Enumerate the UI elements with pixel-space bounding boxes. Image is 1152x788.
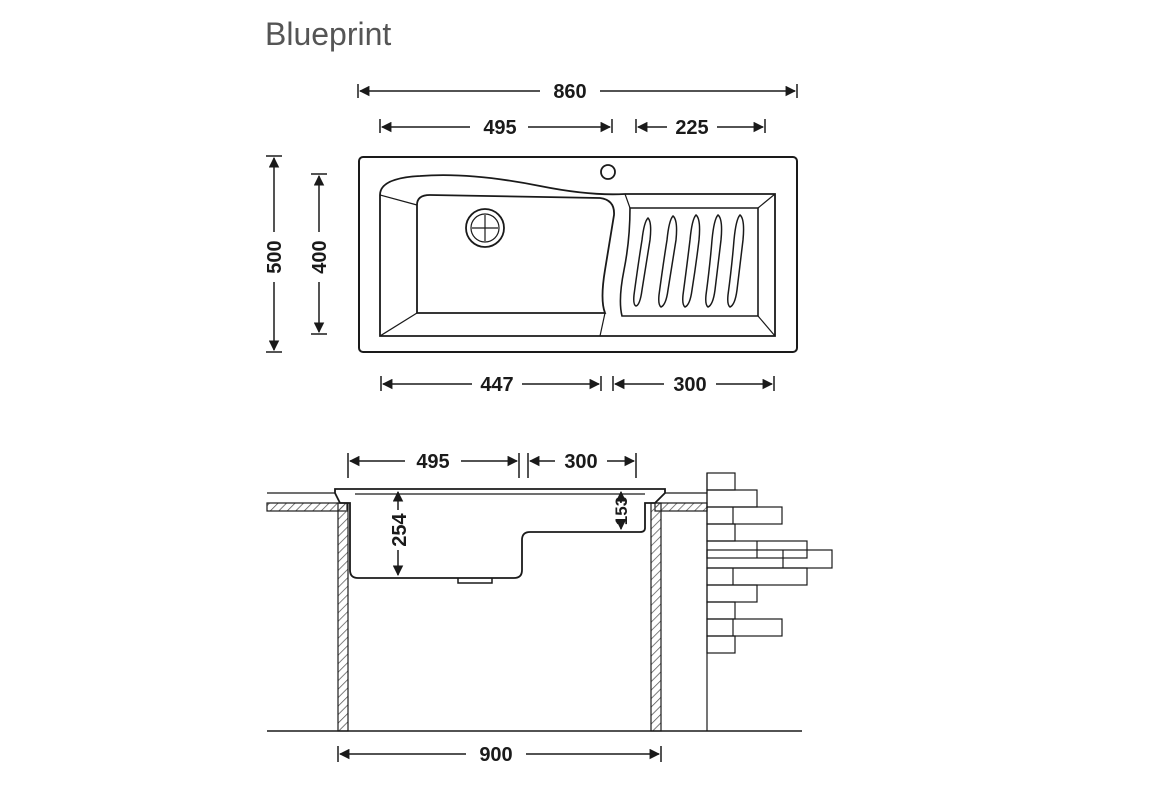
dim-drainer-width-top: 225 — [635, 117, 766, 139]
label-225: 225 — [675, 117, 708, 139]
label-500: 500 — [264, 240, 286, 273]
label-900: 900 — [479, 744, 512, 766]
label-400: 400 — [309, 240, 331, 273]
side-view: 495 300 — [266, 451, 833, 766]
dim-bowl-width-top: 495 — [379, 117, 613, 139]
label-153: 153 — [612, 497, 631, 525]
dim-bowl-width-bottom: 447 — [380, 374, 602, 396]
dim-cabinet-width: 900 — [337, 744, 662, 766]
label-495-top: 495 — [483, 117, 516, 139]
label-495-side: 495 — [416, 451, 449, 473]
dim-side-bowl-height: 254 — [389, 490, 411, 577]
dim-bowl-depth: 400 — [309, 173, 331, 335]
drainer-grooves — [633, 213, 745, 308]
dim-side-bowl-width: 495 — [347, 451, 520, 478]
label-447: 447 — [480, 374, 513, 396]
dim-side-drainer-width: 300 — [527, 451, 637, 478]
page-title: Blueprint — [265, 16, 392, 52]
countertop — [266, 492, 708, 512]
top-view: 860 495 225 500 — [264, 81, 798, 396]
dim-overall-width: 860 — [357, 81, 798, 103]
label-254: 254 — [389, 512, 411, 546]
drain-icon — [465, 208, 505, 248]
dim-drainer-width-bottom: 300 — [612, 374, 775, 396]
label-300-side: 300 — [564, 451, 597, 473]
sink-section — [334, 488, 666, 584]
sink-top-outline — [358, 156, 798, 353]
dim-side-drainer-height: 153 — [612, 490, 631, 531]
label-860: 860 — [553, 81, 586, 103]
brick-wall — [706, 472, 833, 731]
cabinet-walls — [267, 502, 802, 732]
tap-hole-icon — [600, 164, 616, 180]
label-300-top-view: 300 — [673, 374, 706, 396]
dim-overall-depth: 500 — [264, 155, 286, 353]
